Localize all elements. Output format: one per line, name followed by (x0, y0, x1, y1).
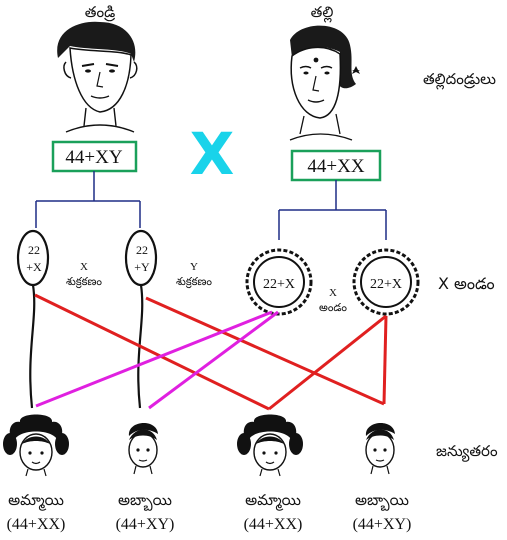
girl-face-2 (237, 414, 303, 477)
offspring-3-name: అమ్మాయి (245, 491, 301, 511)
father-portrait (57, 21, 138, 133)
egg-name: అండం (319, 301, 347, 314)
mother-portrait (289, 25, 360, 141)
offspring-4-karyotype: (44+XY) (353, 516, 412, 533)
egg-cell-2 (352, 248, 420, 316)
parents-label: తల్లిదండ్రులు (423, 70, 496, 90)
sperm-y-chromosomes-line1: 22 (136, 243, 148, 257)
egg-cell-1 (245, 248, 313, 316)
sperm-cell-y (124, 229, 158, 409)
fertilization-lines (34, 293, 388, 411)
sperm-x-type-letter: X (80, 261, 88, 273)
sperm-y-name: శుక్రకణం (176, 275, 212, 289)
boy-face-2 (365, 422, 395, 475)
line-egg1-to-girl (35, 310, 273, 408)
egg-2-chromosomes: 22+X (370, 277, 402, 292)
father-karyotype: 44+XY (65, 147, 122, 168)
offspring-label: జన్యుతరం (436, 442, 498, 462)
parent-tree-lines (35, 171, 387, 240)
line-egg-to-boy (382, 315, 388, 405)
offspring-3-karyotype: (44+XX) (244, 516, 303, 533)
sperm-y-type-letter: Y (190, 261, 198, 273)
sperm-cell-x (16, 229, 50, 409)
egg-type-letter: X (329, 287, 337, 299)
egg-1-chromosomes: 22+X (263, 277, 295, 292)
sperm-x-name: శుక్రకణం (66, 275, 102, 289)
girl-face-1 (3, 414, 69, 477)
offspring-1-name: అమ్మాయి (8, 491, 64, 511)
sperm-x-chromosomes-line1: 22 (28, 243, 40, 257)
offspring-2-karyotype: (44+XY) (116, 516, 175, 533)
boy-face-1 (128, 422, 158, 475)
line-y-sperm-to-boy (145, 296, 385, 406)
offspring-1-karyotype: (44+XX) (7, 516, 66, 533)
line-x-sperm-to-girl (34, 293, 270, 411)
sperm-x-chromosomes-line2: +X (26, 260, 42, 274)
offspring-4-name: అబ్బాయి (355, 491, 409, 511)
line-egg1-to-boy (148, 310, 279, 410)
mother-label: తల్లి (311, 3, 334, 23)
cross-symbol: X (190, 120, 235, 188)
egg-side-label: X అండం (438, 274, 495, 293)
sperm-y-chromosomes-line2: +Y (134, 260, 150, 274)
father-label: తండ్రి (85, 3, 115, 22)
offspring-2-name: అబ్బాయి (118, 491, 172, 511)
mother-karyotype: 44+XX (307, 156, 364, 177)
line-egg-to-girl (268, 314, 387, 411)
